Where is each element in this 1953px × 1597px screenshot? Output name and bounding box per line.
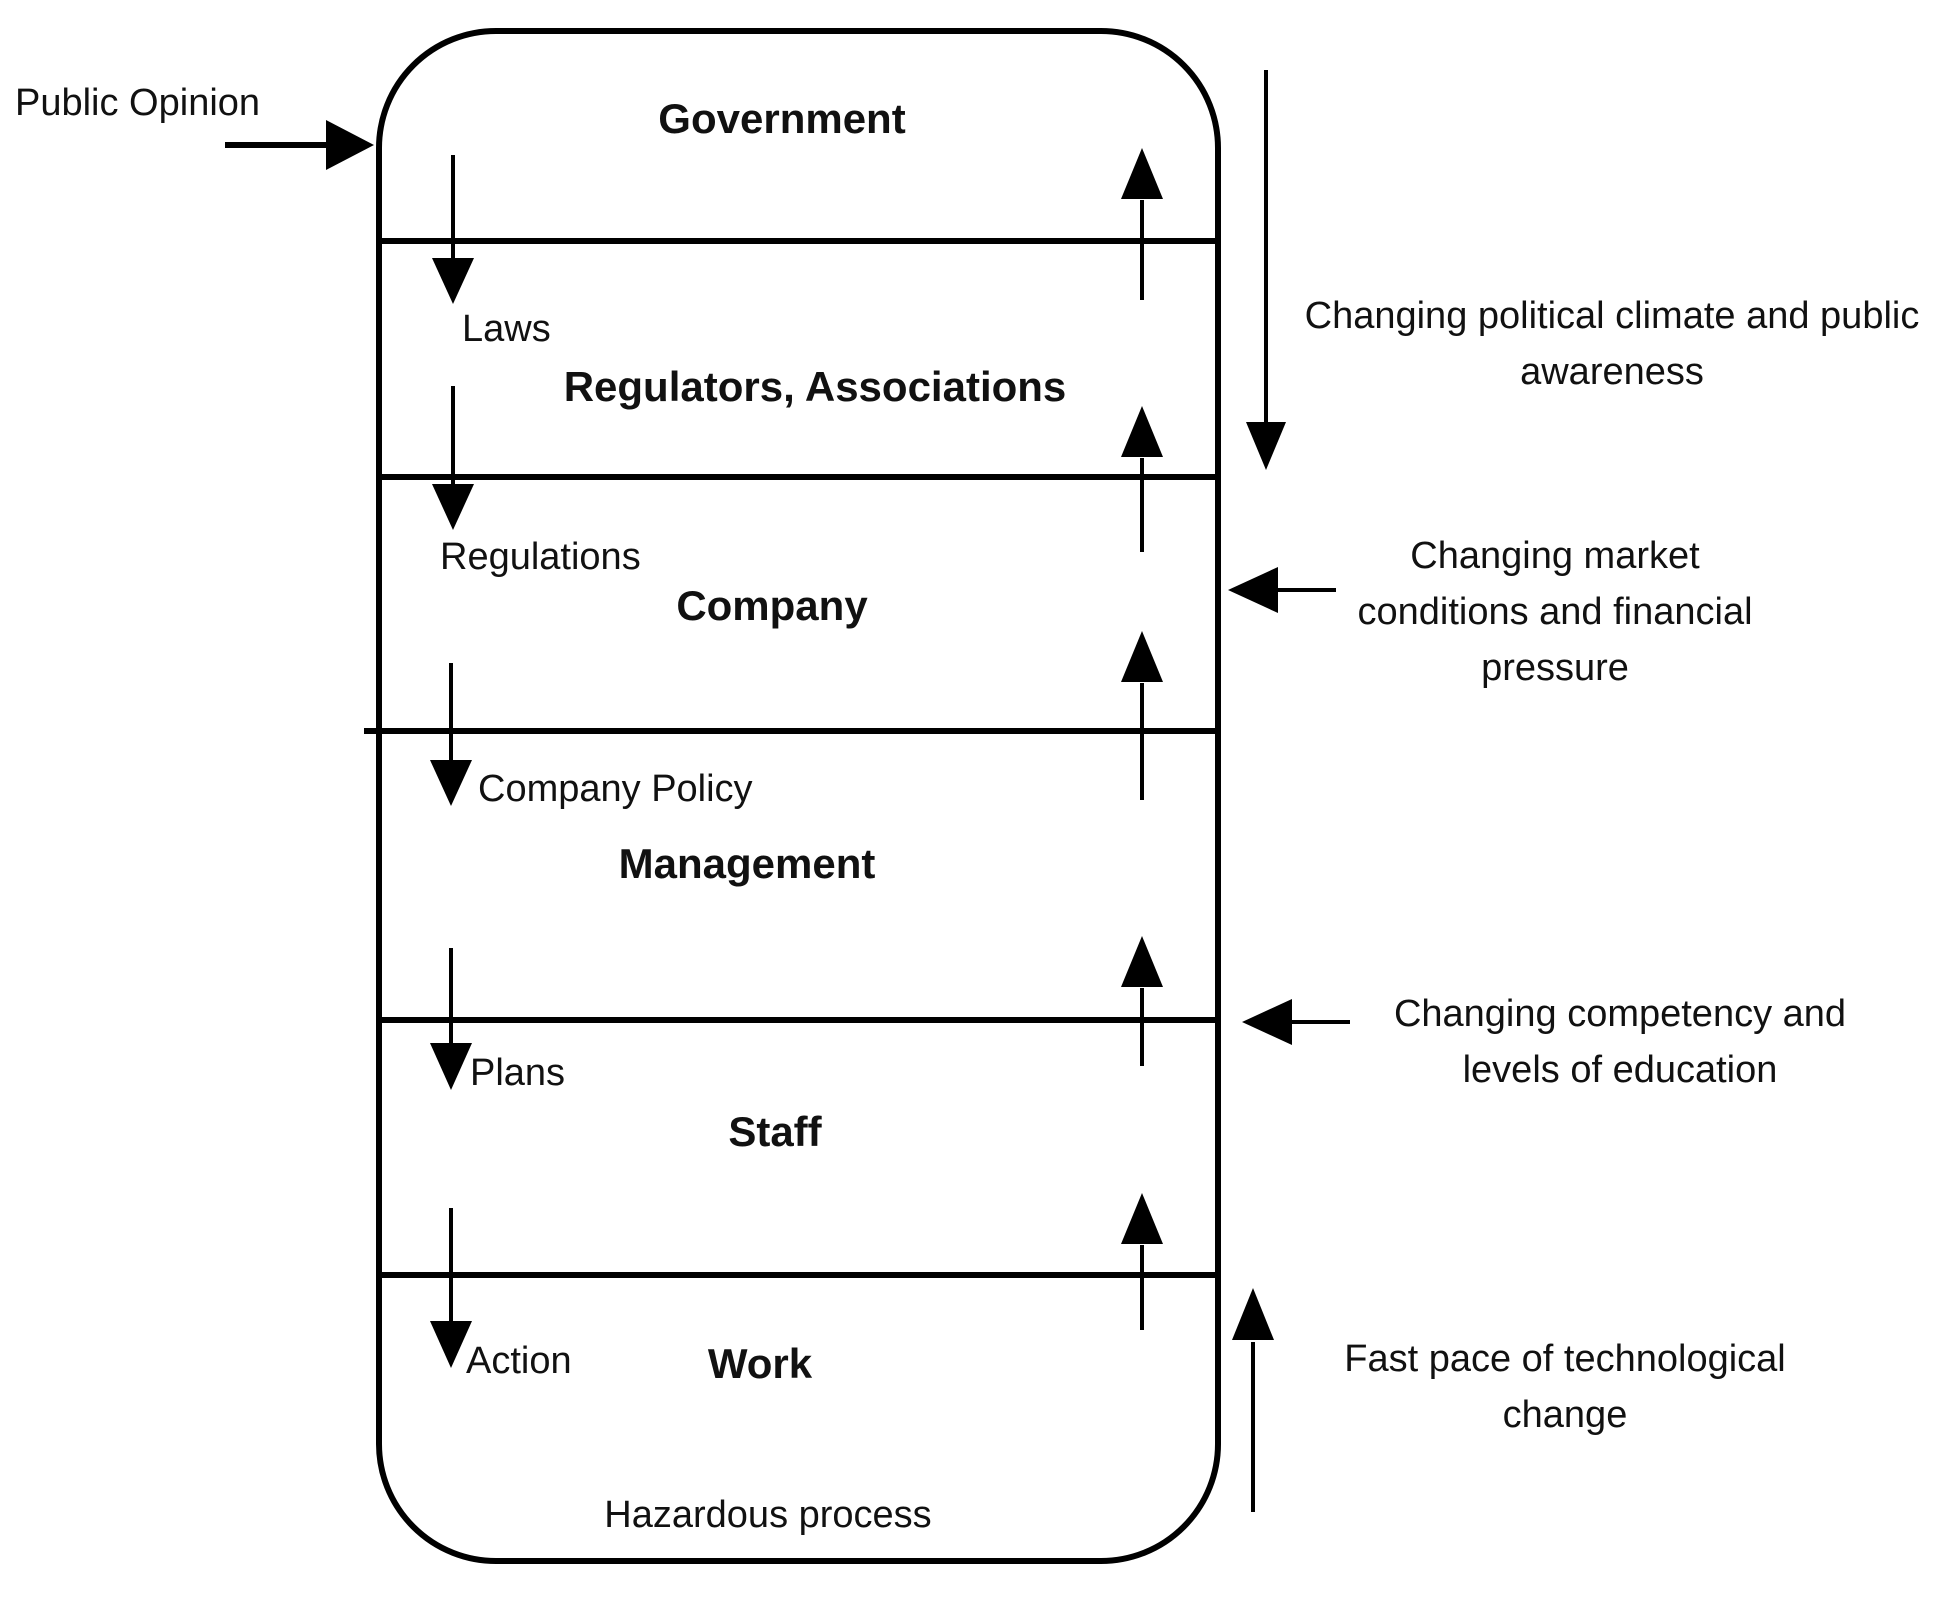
annotation-competency: Changing competency and levels of educat…	[1370, 986, 1870, 1098]
arrow-head	[326, 120, 374, 170]
annotation-technological-change: Fast pace of technological change	[1325, 1331, 1805, 1443]
annotation-technological-change-line-1: Fast pace of technological	[1344, 1338, 1786, 1380]
annotation-political-climate-line-1: Changing political climate and public	[1304, 295, 1920, 337]
level-title-regulators: Regulators, Associations	[563, 363, 1067, 410]
system-boundary-box	[376, 28, 1221, 1564]
political-climate-down-arrow	[1246, 70, 1286, 470]
technology-up-arrow	[1232, 1288, 1274, 1512]
arrow-head	[1242, 999, 1292, 1045]
divider-management-staff	[376, 1017, 1221, 1023]
annotation-political-climate-line-2: awareness	[1520, 351, 1704, 393]
flow-label-plans: Plans	[470, 1052, 566, 1094]
arrow-head	[1228, 567, 1278, 613]
market-conditions-left-arrow	[1228, 567, 1336, 613]
annotation-market-conditions: Changing market conditions and financial…	[1345, 528, 1765, 696]
divider-government-regulators	[376, 238, 1221, 244]
level-title-government: Government	[658, 95, 906, 142]
flow-label-laws: Laws	[462, 308, 551, 350]
public-opinion-arrow	[225, 120, 374, 170]
flow-label-company-policy: Company Policy	[478, 768, 753, 810]
level-title-staff: Staff	[728, 1108, 822, 1155]
annotation-political-climate: Changing political climate and public aw…	[1272, 288, 1952, 400]
flow-label-action: Action	[466, 1340, 572, 1382]
hazardous-process-label: Hazardous process	[604, 1494, 932, 1536]
public-opinion-label: Public Opinion	[15, 82, 261, 124]
arrow-head	[1246, 422, 1286, 470]
annotation-technological-change-line-2: change	[1502, 1394, 1628, 1436]
arrow-head	[1232, 1288, 1274, 1340]
level-title-work: Work	[707, 1340, 813, 1387]
level-title-company: Company	[676, 582, 868, 629]
flow-label-regulations: Regulations	[440, 536, 641, 578]
divider-company-management	[364, 728, 1221, 734]
divider-regulators-company	[376, 474, 1221, 480]
divider-staff-work	[376, 1272, 1221, 1278]
annotation-competency-line-1: Changing competency and	[1393, 993, 1847, 1035]
annotation-market-conditions-line-2: conditions and financial	[1357, 591, 1753, 633]
annotation-market-conditions-line-1: Changing market	[1410, 535, 1700, 577]
annotation-market-conditions-line-3: pressure	[1481, 647, 1629, 689]
competency-left-arrow	[1242, 999, 1350, 1045]
annotation-competency-line-2: levels of education	[1462, 1049, 1778, 1091]
level-title-management: Management	[618, 840, 876, 887]
